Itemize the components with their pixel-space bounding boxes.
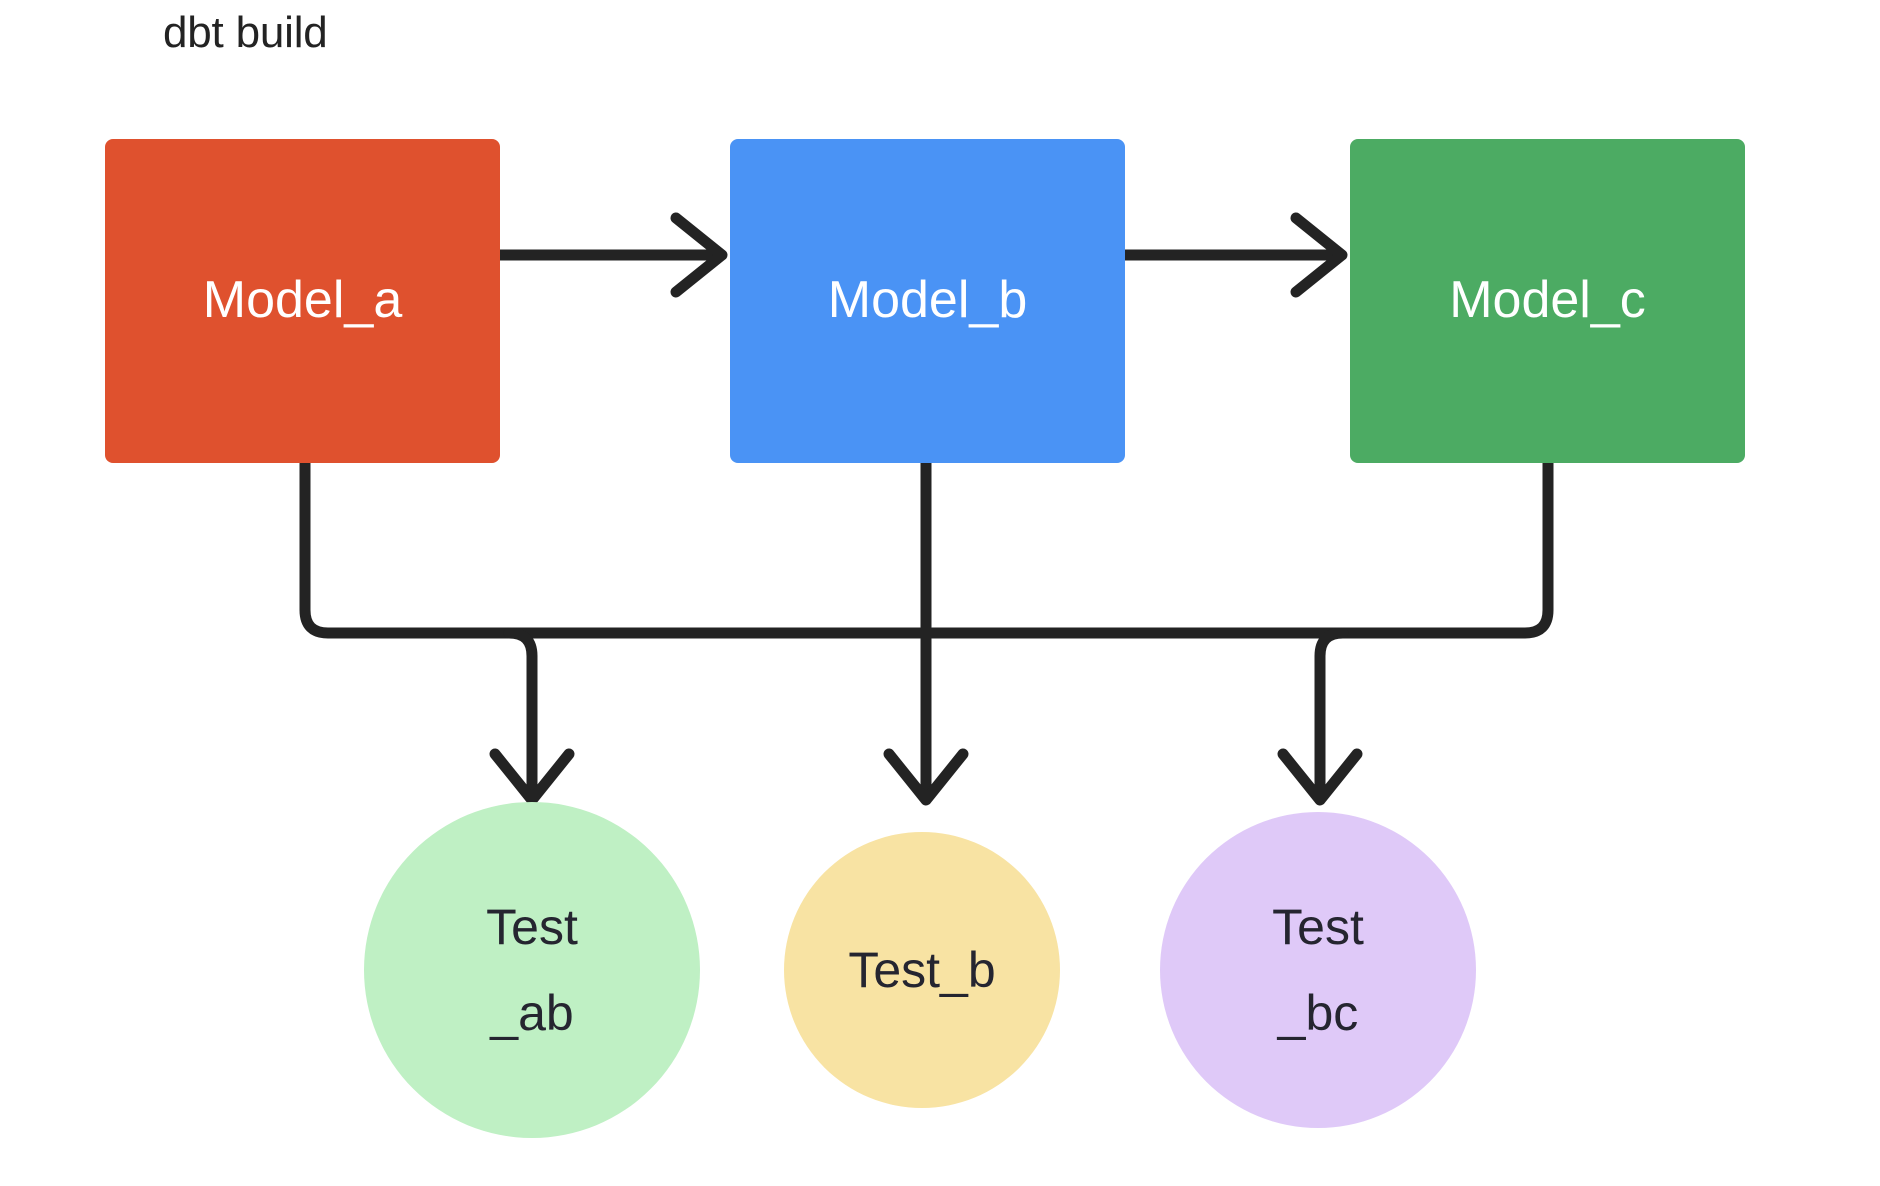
arrowhead-model-c-in (1290, 212, 1348, 298)
page-title: dbt build (163, 8, 328, 57)
node-test-ab-label: Test _ab (486, 899, 578, 1041)
node-test-b-label: Test_b (848, 942, 996, 998)
node-model-a-label: Model_a (202, 271, 403, 330)
node-test-bc[interactable]: Test _bc (1160, 812, 1476, 1128)
node-test-ab[interactable]: Test _ab (364, 802, 700, 1138)
node-model-a[interactable]: Model_a (105, 139, 500, 463)
node-model-c[interactable]: Model_c (1350, 139, 1745, 463)
arrowhead-test-b-in (883, 748, 969, 806)
node-model-b-label: Model_b (827, 271, 1028, 330)
node-model-b[interactable]: Model_b (730, 139, 1125, 463)
arrowhead-test-ab-in (489, 748, 575, 806)
node-test-b[interactable]: Test_b (784, 832, 1060, 1108)
node-test-bc-label: Test _bc (1272, 899, 1364, 1041)
node-model-c-label: Model_c (1449, 271, 1646, 330)
edge-rail-to-test-bc (1314, 627, 1349, 796)
arrowhead-model-b-in (670, 212, 728, 298)
edge-model-a-to-test-ab (299, 457, 926, 639)
edge-rail-to-test-ab (503, 627, 538, 796)
edge-model-c-to-test-bc (926, 457, 1554, 639)
arrowhead-test-bc-in (1277, 748, 1363, 806)
